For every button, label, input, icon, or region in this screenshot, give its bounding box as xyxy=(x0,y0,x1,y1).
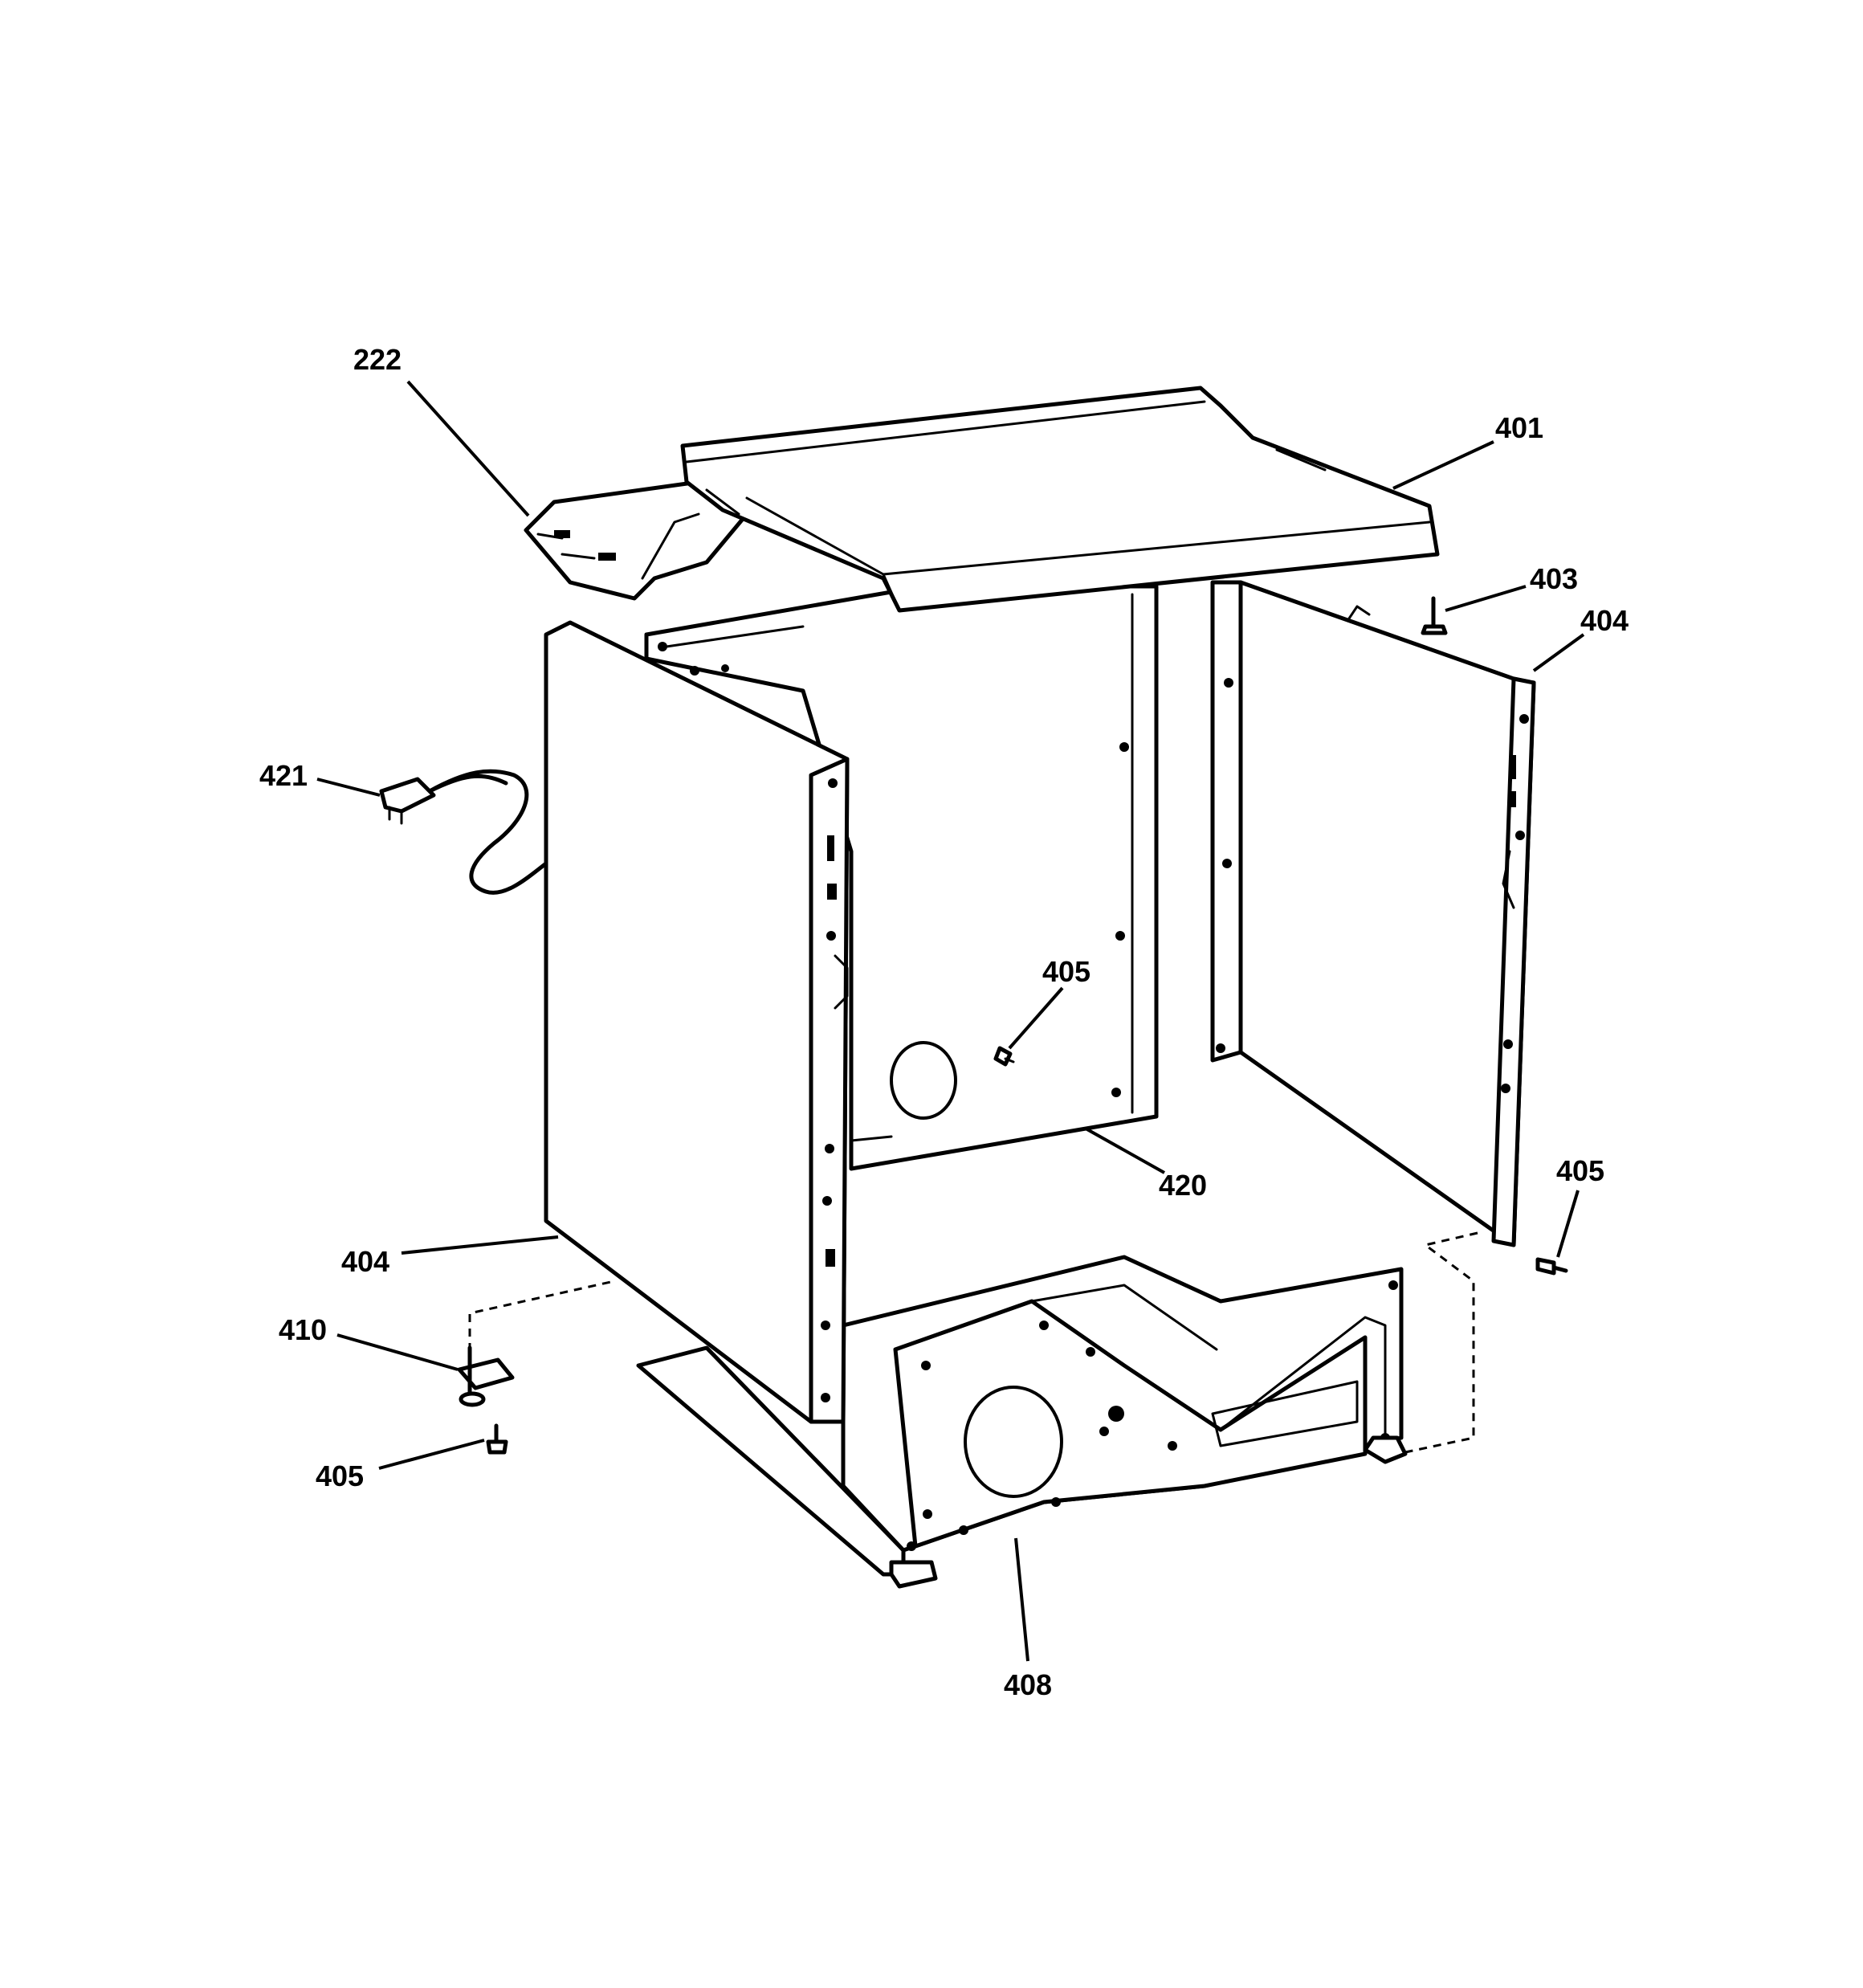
callout-421: 421 xyxy=(259,759,308,792)
back-panel-part xyxy=(644,584,1159,1171)
power-cord-part xyxy=(379,769,548,895)
callout-408: 408 xyxy=(1004,1668,1052,1701)
callout-405-right: 405 xyxy=(1556,1154,1604,1187)
top-bracket-part xyxy=(524,480,749,601)
screw-405-left-part xyxy=(486,1423,508,1455)
screw-405-right-part xyxy=(1535,1257,1568,1276)
alignment-line-left xyxy=(468,1280,615,1365)
top-cover-part xyxy=(680,386,1440,613)
callout-403: 403 xyxy=(1530,562,1578,595)
right-side-panel-part xyxy=(1210,580,1536,1247)
screw-405-center-part xyxy=(993,1046,1015,1067)
callout-420: 420 xyxy=(1159,1169,1207,1202)
callout-401: 401 xyxy=(1495,411,1543,444)
callout-labels: 222 401 403 404 421 405 405 420 404 410 … xyxy=(259,343,1629,1701)
callout-405-center: 405 xyxy=(1042,955,1090,988)
callout-410: 410 xyxy=(279,1313,327,1346)
screw-403-part xyxy=(1421,596,1448,635)
callout-404-left: 404 xyxy=(341,1245,389,1278)
callout-405-left: 405 xyxy=(316,1459,364,1492)
callout-222: 222 xyxy=(353,343,402,376)
base-frame-part xyxy=(636,1255,1408,1589)
leveling-leg-410-part xyxy=(457,1345,515,1407)
leader-lines xyxy=(316,380,1585,1662)
left-side-panel-part xyxy=(544,620,850,1424)
alignment-line-right xyxy=(1404,1231,1478,1454)
callout-404-right: 404 xyxy=(1580,604,1629,637)
